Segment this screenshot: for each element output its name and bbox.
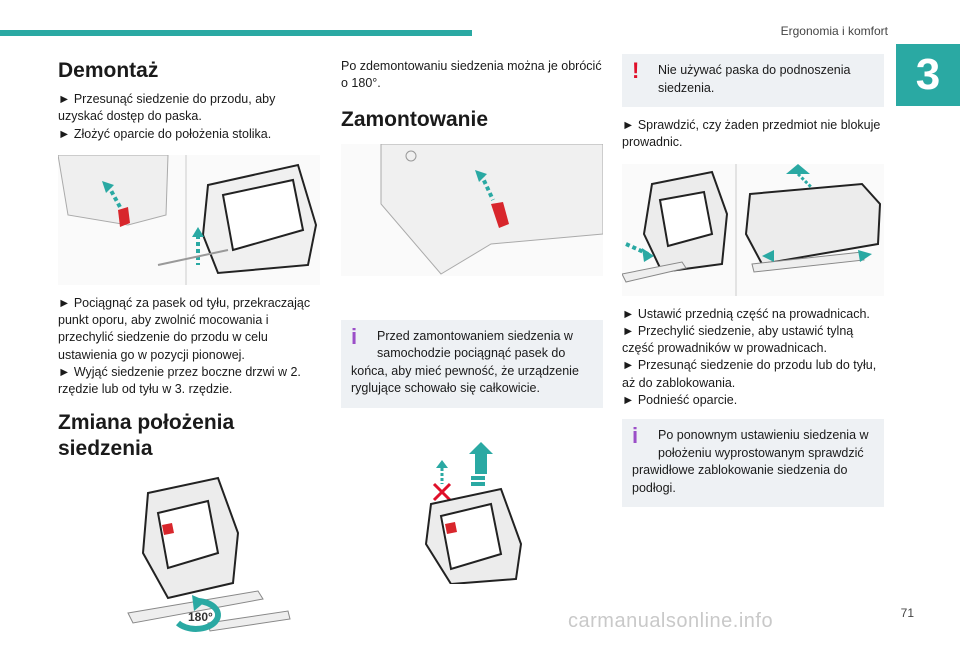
- install-step: ► Podnieść oparcie.: [622, 392, 738, 407]
- header-accent-bar: [0, 30, 472, 36]
- info-icon: i: [351, 323, 358, 349]
- illustration-rotate: 180°: [58, 472, 320, 645]
- removal-step: ► Złożyć oparcie do położenia stolika.: [58, 126, 272, 141]
- install-step: ► Przesunąć siedzenie do przodu lub do t…: [622, 358, 877, 390]
- info-note: i Przed zamontowaniem siedzenia w samoch…: [341, 319, 603, 408]
- warning-note-text: Nie używać paska do podnoszenia siedzeni…: [658, 63, 851, 95]
- warning-icon: !: [632, 58, 640, 83]
- illustration-strap-pull: [58, 154, 320, 285]
- illustration-install-strap: [341, 143, 603, 276]
- check-step: ► Sprawdzić, czy żaden przedmiot nie blo…: [622, 118, 881, 150]
- heading-removal: Demontaż: [58, 59, 159, 82]
- illustration-rails: [622, 163, 884, 296]
- seat-rotate-illustration: 180°: [127, 476, 291, 632]
- info-note-text: Przed zamontowaniem siedzenia w samochod…: [351, 328, 579, 396]
- column-2: Po zdemontowaniu siedzenia można je obró…: [341, 52, 603, 584]
- section-title: Ergonomia i komfort: [780, 24, 888, 38]
- warning-note: ! Nie używać paska do podnoszenia siedze…: [622, 54, 884, 107]
- rotate-label: 180°: [188, 610, 213, 624]
- install-step: ► Przechylić siedzenie, aby ustawić tyln…: [622, 323, 854, 355]
- removal-step: ► Przesunąć siedzenie do przodu, aby uzy…: [58, 92, 276, 124]
- column-1: Demontaż ► Przesunąć siedzenie do przodu…: [58, 52, 320, 645]
- watermark: carmanualsonline.info: [568, 610, 774, 632]
- install-strap-illustration: [380, 143, 603, 275]
- cross-icon: [432, 482, 452, 501]
- intro-text: Po zdemontowaniu siedzenia można je obró…: [341, 59, 602, 91]
- heading-change-position: Zmiana położenia siedzenia: [58, 411, 235, 460]
- heading-install: Zamontowanie: [341, 107, 489, 131]
- info-note-text: Po ponownym ustawieniu siedzenia w położ…: [632, 428, 869, 495]
- seat-strap-illustration: [58, 154, 318, 285]
- page-number: 71: [900, 606, 914, 620]
- chapter-tab: 3: [896, 44, 960, 106]
- info-note: i Po ponownym ustawieniu siedzenia w poł…: [622, 419, 884, 507]
- install-step: ► Ustawić przednią część na prowadnicach…: [622, 306, 870, 321]
- seat-rails-illustration: [622, 163, 882, 296]
- pull-step: ► Pociągnąć za pasek od tyłu, przekracza…: [58, 295, 311, 362]
- column-3: ! Nie używać paska do podnoszenia siedze…: [622, 52, 884, 507]
- info-icon: i: [632, 423, 639, 448]
- rotate-arrow-icon: [192, 594, 206, 611]
- illustration-lift: [341, 423, 603, 584]
- pull-step: ► Wyjąć siedzenie przez boczne drzwi w 2…: [58, 364, 301, 397]
- up-arrow-icon: [469, 441, 493, 474]
- seat-lift-illustration: [424, 441, 523, 584]
